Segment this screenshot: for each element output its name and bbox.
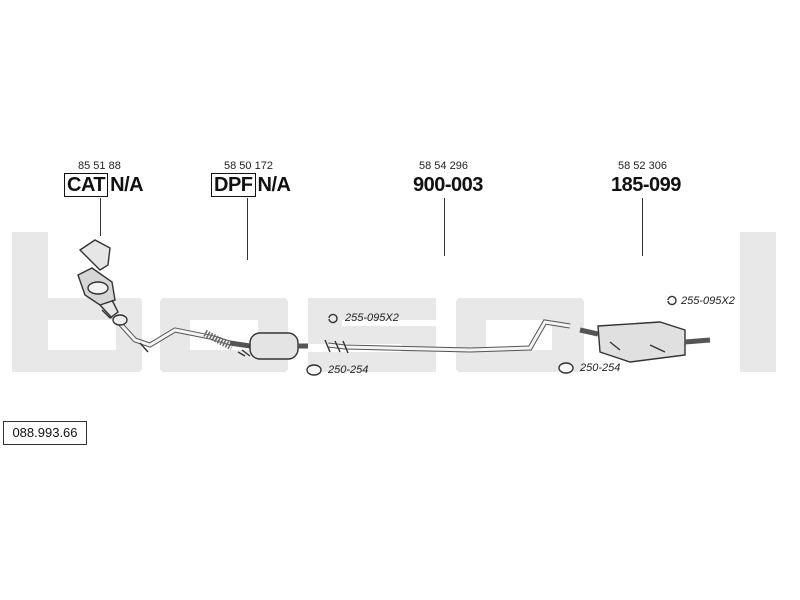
rear-silencer-drawing <box>579 321 711 363</box>
cat-box-label: CAT <box>64 173 109 197</box>
leader-line-middle-pipe <box>444 198 446 256</box>
part-code-middle-pipe[interactable]: 900-003 <box>413 174 483 196</box>
part-code-rear-silencer[interactable]: 185-099 <box>611 174 681 196</box>
front-pipe-drawing <box>112 314 234 353</box>
clamp-ref-front[interactable]: 255-095X2 <box>345 312 399 324</box>
leader-line-cat <box>100 198 102 236</box>
dpf-code: N/A <box>257 174 291 196</box>
ring-ref-rear[interactable]: 250-254 <box>580 362 621 374</box>
dpf-drawing <box>229 332 308 360</box>
catalytic-converter-drawing <box>77 239 119 319</box>
diagram-number-box: 088.993.66 <box>3 421 87 445</box>
clamp-ref-rear[interactable]: 255-095X2 <box>681 295 735 307</box>
dpf-box-label: DPF <box>211 173 256 197</box>
leader-line-rear-silencer <box>642 198 644 256</box>
oem-number-middle-pipe: 58 54 296 <box>419 160 468 172</box>
middle-pipe-drawing <box>324 319 571 354</box>
ring-ref-front[interactable]: 250-254 <box>328 364 369 376</box>
cat-code: N/A <box>110 174 144 196</box>
leader-line-dpf <box>247 198 249 260</box>
oem-number-dpf: 58 50 172 <box>224 160 273 172</box>
oem-number-rear-silencer: 58 52 306 <box>618 160 667 172</box>
fitting-icons <box>306 295 677 376</box>
oem-number-cat: 85 51 88 <box>78 160 121 172</box>
